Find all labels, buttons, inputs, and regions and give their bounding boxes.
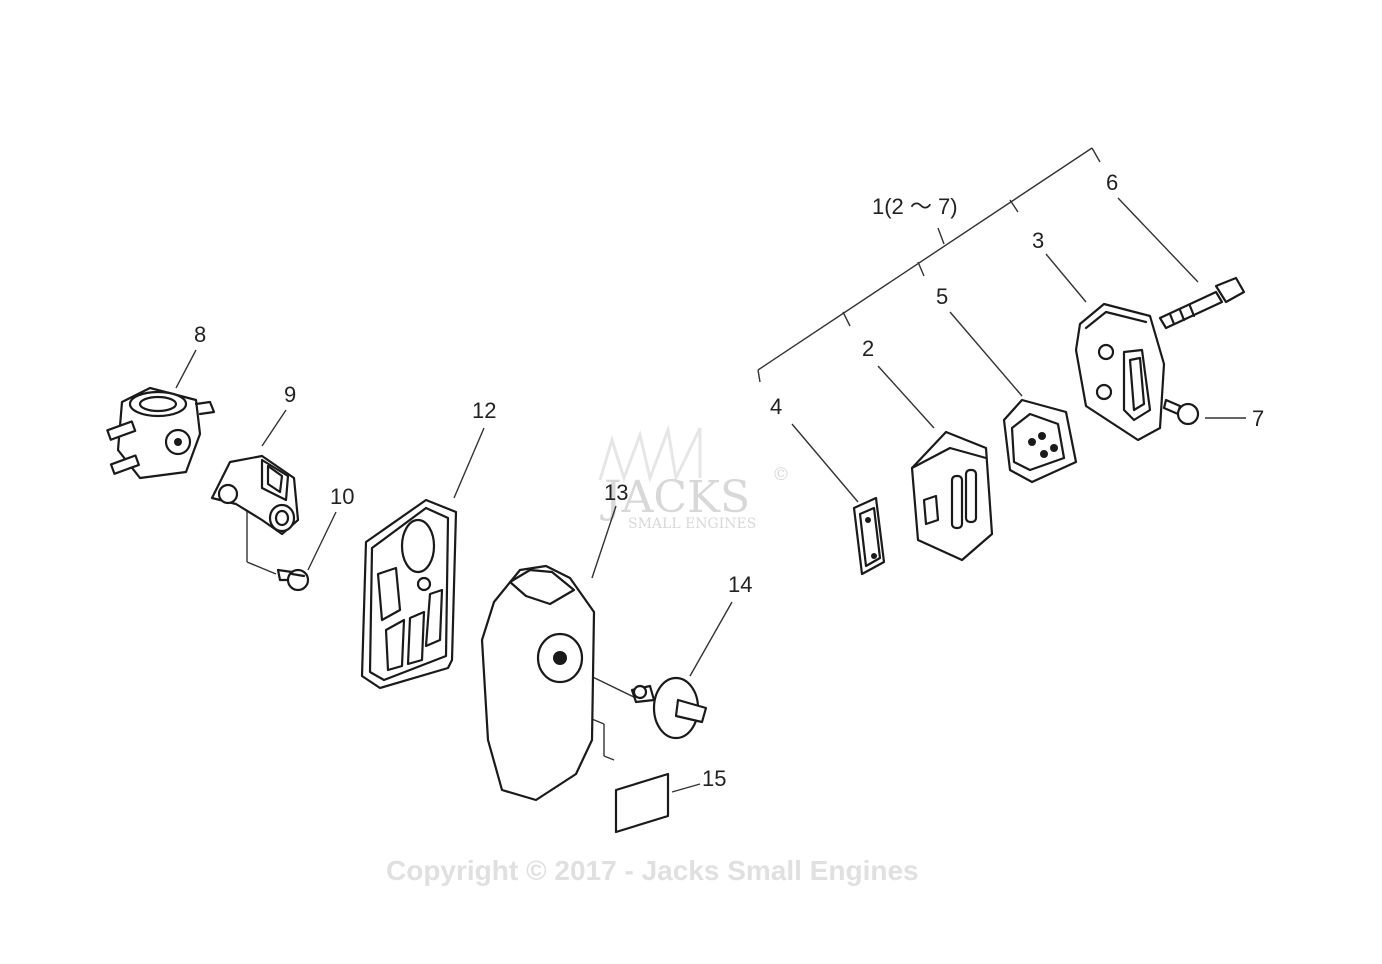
callout-1: 1(2 ～ 7) <box>872 194 958 219</box>
air-cleaner-cover-part <box>480 564 596 802</box>
callout-3: 3 <box>1032 228 1044 253</box>
muffler-inner-part <box>1002 398 1078 484</box>
bolt-part <box>1158 276 1246 330</box>
copyright-text: Copyright © 2017 - Jacks Small Engines <box>386 855 919 886</box>
callout-12: 12 <box>472 398 496 423</box>
callout-14: 14 <box>728 572 752 597</box>
callout-2: 2 <box>862 336 874 361</box>
screw-part <box>276 568 310 592</box>
gasket-part <box>852 496 886 576</box>
callout-4: 4 <box>770 394 782 419</box>
callout-8: 8 <box>194 322 206 347</box>
callout-13: 13 <box>604 480 628 505</box>
callout-9: 9 <box>284 382 296 407</box>
watermark-logo-sub: SMALL ENGINES <box>628 516 756 532</box>
jacks-logo-watermark: JACKS © SMALL ENGINES <box>598 424 790 532</box>
muffler-body-part <box>910 430 994 562</box>
label-part <box>614 772 670 834</box>
callout-15: 15 <box>702 766 726 791</box>
carburetor-part <box>106 386 216 480</box>
air-filter-part <box>360 498 458 690</box>
callout-5: 5 <box>936 284 948 309</box>
knob-part <box>630 676 708 740</box>
callout-7: 7 <box>1252 406 1264 431</box>
watermark-logo-symbol: © <box>772 464 790 485</box>
callout-10: 10 <box>330 484 354 509</box>
small-screw-part <box>1162 398 1200 426</box>
leader-lines <box>175 147 1246 793</box>
callout-6: 6 <box>1106 170 1118 195</box>
muffler-cover-part <box>1074 302 1166 442</box>
watermark-logo-main: JACKS <box>600 472 750 523</box>
callout-labels: 1(2 ～ 7) 2 3 4 5 6 7 8 9 10 12 13 14 15 <box>194 170 1264 791</box>
insulator-part <box>210 454 300 536</box>
